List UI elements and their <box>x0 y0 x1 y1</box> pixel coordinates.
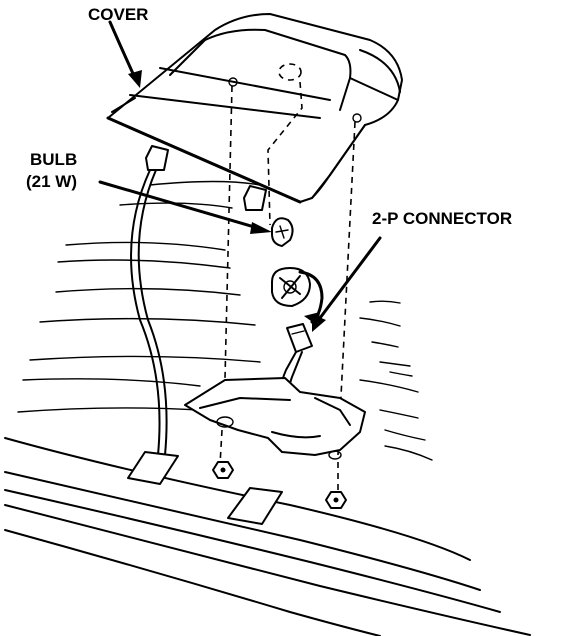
bulb-21w <box>271 217 294 247</box>
wire-harness <box>130 169 168 456</box>
cover-label: COVER <box>88 5 148 24</box>
body-cutouts <box>127 451 283 525</box>
cover-housing <box>106 13 403 211</box>
mounting-nuts <box>212 461 347 509</box>
rear-window-lines <box>17 180 433 461</box>
mounting-bracket <box>184 377 366 460</box>
bulb-socket <box>271 267 324 326</box>
bulb-wattage-label: (21 W) <box>26 172 77 191</box>
leader-arrows <box>98 20 382 332</box>
connector-label: 2-P CONNECTOR <box>372 209 512 228</box>
cover-hidden-holes <box>228 63 362 123</box>
bulb-label: BULB <box>30 150 77 169</box>
trunk-edge-lines <box>4 437 531 636</box>
